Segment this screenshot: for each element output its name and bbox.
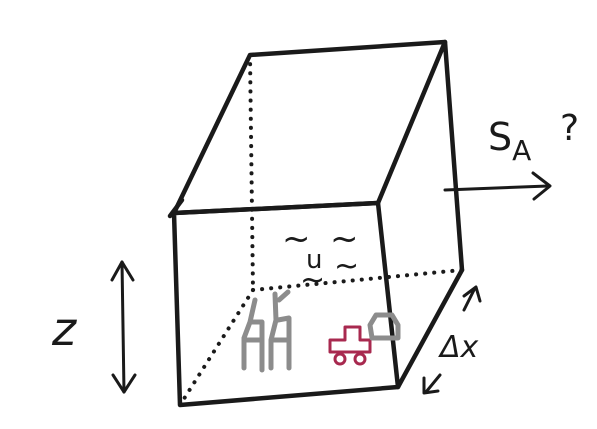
box-edges <box>167 39 465 408</box>
flux-arrow <box>443 171 552 201</box>
wind-label: ~ ~ u ~ ~ <box>282 219 359 298</box>
width-arrow-head-upper <box>462 285 482 303</box>
wind-label-tilde-right: ~ <box>330 219 359 259</box>
people-sketch <box>241 289 292 373</box>
flux-label-main: S <box>488 115 512 159</box>
height-arrow-shaft <box>120 260 126 394</box>
top-left-corner-mark <box>167 197 185 219</box>
flux-label: SA <box>488 115 531 167</box>
flux-arrow-head <box>531 171 552 201</box>
car-body <box>328 325 372 354</box>
car-sketch <box>328 325 372 366</box>
wind-label-u: u <box>306 245 322 275</box>
hidden-vertical-edge <box>248 53 255 292</box>
hidden-floor-edge-back <box>251 268 464 292</box>
wind-label-tilde-right-bottom: ~ <box>334 249 359 284</box>
height-arrow-head-bottom <box>111 373 137 394</box>
right-face-bottom-edge <box>395 267 465 390</box>
top-face <box>171 39 448 216</box>
width-arrow-head-lower <box>422 376 440 395</box>
height-label: z <box>51 302 77 356</box>
person-left <box>241 297 265 373</box>
width-arrow-upper <box>462 288 476 312</box>
flux-arrow-shaft <box>443 184 550 192</box>
width-arrow-lower <box>424 373 442 394</box>
height-arrow-head-top <box>110 260 135 282</box>
car-wheel-front <box>353 352 367 366</box>
wind-label-tilde-bottom: ~ <box>300 263 325 298</box>
person-right <box>268 289 292 371</box>
width-label: Δx <box>438 330 479 365</box>
flux-question-mark: ? <box>560 108 579 149</box>
width-arrow <box>422 285 482 395</box>
hidden-edges <box>178 53 464 407</box>
car-wheel-rear <box>333 352 347 366</box>
vehicle-grey-body <box>367 312 401 341</box>
vehicle-sketch-grey <box>367 312 401 341</box>
flux-label-subscript: A <box>512 134 531 167</box>
wind-label-tilde-top: ~ <box>282 219 311 259</box>
height-arrow <box>110 260 137 394</box>
right-face-top-edge <box>442 39 465 273</box>
